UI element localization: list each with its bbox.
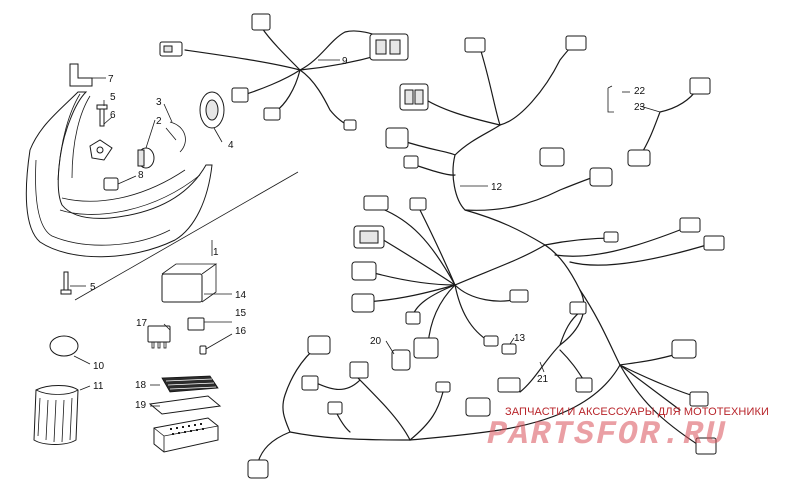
connector-upper-a [159, 41, 183, 57]
callout-19: 19 [135, 400, 147, 411]
bulb-retainer [165, 121, 186, 153]
connector-upper-f [343, 119, 357, 131]
ring-clamp [49, 335, 79, 357]
connector-main-17 [603, 231, 619, 243]
connector-main-12 [351, 293, 375, 313]
connector-main-1 [464, 37, 486, 53]
connector-main-7 [589, 167, 613, 187]
connector-main-16 [483, 335, 499, 347]
assembly-outline [74, 171, 299, 301]
adjuster [89, 139, 113, 161]
connector-main-23 [569, 301, 587, 315]
connector-main-10 [353, 225, 385, 249]
mount-bracket [69, 63, 93, 87]
relay-15 [187, 317, 205, 331]
screw-lower [60, 271, 72, 295]
callout-7: 7 [108, 74, 114, 85]
connector-upper-e [263, 107, 281, 121]
callout-17: 17 [136, 318, 148, 329]
relay-socket-20 [391, 349, 411, 371]
callout-6: 6 [110, 110, 116, 121]
connector-main-19 [703, 235, 725, 251]
connector-main-26 [465, 397, 491, 417]
callout-14: 14 [235, 290, 247, 301]
callout-21: 21 [537, 374, 549, 385]
lower-left-harness [247, 335, 451, 479]
relay-box [161, 263, 218, 303]
connector-main-9 [409, 197, 427, 211]
relay-17 [147, 325, 171, 349]
connector-main-20 [671, 339, 697, 359]
connector-main-22 [695, 437, 717, 455]
callout-2: 2 [156, 116, 162, 127]
connector-upper-b [251, 13, 271, 31]
callout-15: 15 [235, 308, 247, 319]
position-lamp-bulb [103, 177, 119, 191]
connector-main-21 [689, 391, 709, 407]
connector-main-3 [399, 83, 429, 111]
watermark-brand: PARTSFOR.RU [483, 416, 731, 453]
clip-22 [607, 85, 614, 113]
fuse-box-lid [148, 395, 222, 415]
connector-main-14 [413, 337, 439, 359]
connector-main-15 [509, 289, 529, 303]
connector-main-13 [405, 311, 421, 325]
connector-main-24 [575, 377, 593, 393]
headlight-assembly [25, 91, 213, 258]
connector-main-6 [539, 147, 565, 167]
callout-12: 12 [491, 182, 503, 193]
connector-upper-d [231, 87, 249, 103]
callout-3: 3 [156, 97, 162, 108]
headlight-bulb [137, 147, 155, 169]
callout-4: 4 [228, 140, 234, 151]
callout-5-lower: 5 [90, 282, 96, 293]
connector-upper-c [369, 33, 409, 61]
callout-10: 10 [93, 361, 105, 372]
callout-18: 18 [135, 380, 147, 391]
callout-1: 1 [213, 247, 219, 258]
screw-upper [96, 104, 108, 127]
connector-13 [501, 343, 517, 355]
harness-23 [627, 77, 711, 167]
callout-8: 8 [138, 170, 144, 181]
callout-9: 9 [342, 56, 348, 67]
connector-main-4 [385, 127, 409, 149]
protective-sleeve [33, 385, 79, 445]
callout-23: 23 [634, 102, 646, 113]
connector-main-25 [497, 377, 521, 393]
fuse-box [153, 417, 219, 453]
callout-20: 20 [370, 336, 382, 347]
callout-11: 11 [93, 381, 104, 392]
dust-cover [199, 91, 225, 129]
callout-16: 16 [235, 326, 247, 337]
label-sheet [161, 375, 219, 393]
leader-lines [70, 59, 661, 407]
connector-main-8 [363, 195, 389, 211]
callout-22: 22 [634, 86, 646, 97]
connector-main-5 [403, 155, 419, 169]
callout-5-upper: 5 [110, 92, 116, 103]
connector-main-2 [565, 35, 587, 51]
connector-main-18 [679, 217, 701, 233]
terminal-16 [199, 345, 207, 355]
callout-13: 13 [514, 333, 526, 344]
connector-main-11 [351, 261, 377, 281]
watermark-tagline: ЗАПЧАСТИ И АКСЕССУАРЫ ДЛЯ МОТОТЕХНИКИ [505, 406, 769, 418]
